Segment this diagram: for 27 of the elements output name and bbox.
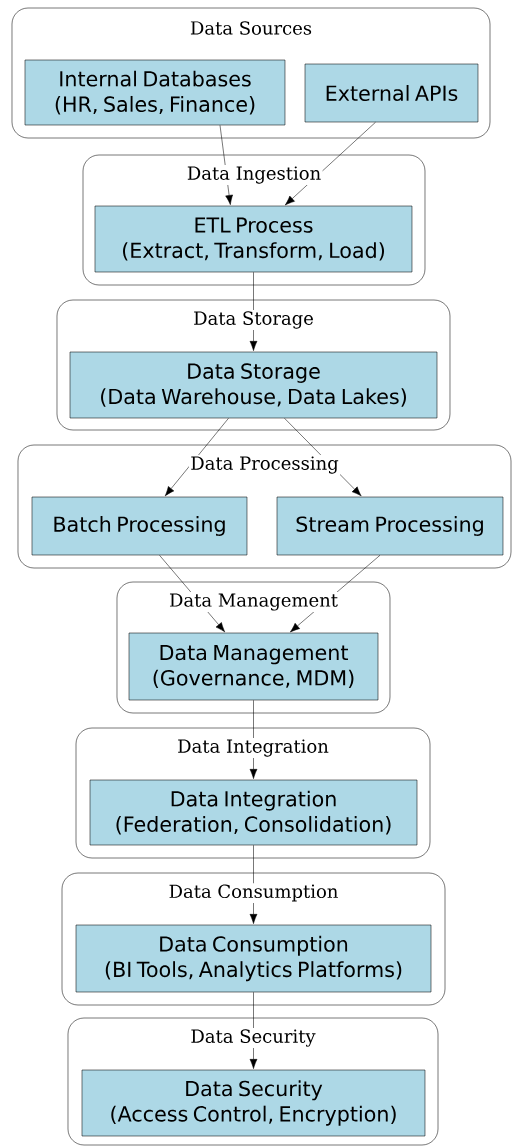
group-title: Data Ingestion — [185, 165, 323, 185]
group-title: Data Management — [167, 592, 340, 612]
process-box: Data Consumption (BI Tools, Analytics Platforms) — [75, 924, 432, 993]
group-frame — [11, 7, 491, 139]
process-box: Stream Processing — [276, 496, 504, 556]
process-box: Data Management (Governance, MDM) — [128, 632, 379, 701]
group-title: Data Integration — [175, 738, 331, 758]
group-title: Data Storage — [191, 310, 316, 330]
group-frame — [67, 1017, 439, 1146]
process-box: External APIs — [304, 63, 479, 123]
process-box: Data Security (Access Control, Encryption) — [81, 1069, 426, 1137]
group-frame — [116, 581, 391, 714]
group-title: Data Sources — [188, 19, 314, 37]
group-frame — [75, 727, 431, 859]
process-box: Data Integration (Federation, Consolidation) — [89, 779, 418, 846]
process-box: Data Storage (Data Warehouse, Data Lakes) — [69, 351, 438, 419]
process-box: Internal Databases (HR, Sales, Finance) — [24, 59, 286, 126]
group-title: Data Consumption — [167, 883, 340, 903]
group-title: Data Processing — [188, 455, 341, 475]
group-title: Data Security — [189, 1028, 317, 1048]
group-frame — [56, 299, 451, 431]
group-frame — [17, 444, 512, 569]
arrow — [164, 418, 229, 497]
group-frame — [82, 154, 426, 286]
process-box: Batch Processing — [31, 496, 248, 556]
group-frame — [61, 872, 446, 1006]
process-box: ETL Process (Extract, Transform, Load) — [94, 205, 413, 273]
